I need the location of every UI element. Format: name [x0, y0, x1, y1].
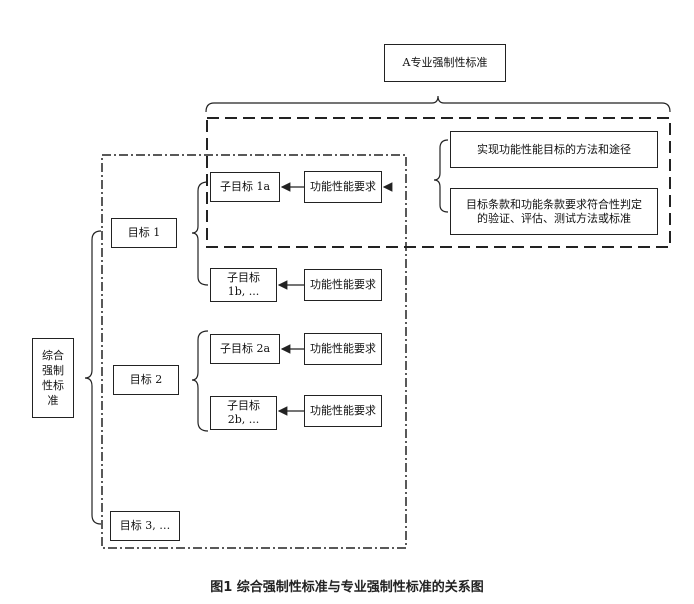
subgoal-2a-label: 子目标 2a	[219, 342, 271, 355]
goal2-box: 目标 2	[113, 365, 179, 395]
method-box: 实现功能性能目标的方法和途径	[450, 131, 658, 168]
comprehensive-label-line2: 强制	[42, 364, 64, 377]
requirement-2b-box: 功能性能要求	[304, 395, 382, 427]
method-label: 实现功能性能目标的方法和途径	[477, 142, 631, 156]
requirement-2a-box: 功能性能要求	[304, 333, 382, 365]
goal2-brace	[191, 330, 209, 432]
subgoal-2a-box: 子目标 2a	[210, 334, 280, 364]
subgoal-2b-label-line2: 2b, ...	[227, 413, 260, 426]
verification-box: 目标条款和功能条款要求符合性判定 的验证、评估、测试方法或标准	[450, 188, 658, 235]
specialized-standard-box: A专业强制性标准	[384, 44, 506, 82]
goal3-label: 目标 3, …	[119, 519, 171, 532]
requirement-1b-label: 功能性能要求	[310, 278, 376, 291]
specialized-standard-label: A专业强制性标准	[402, 56, 488, 69]
goal3-box: 目标 3, …	[110, 511, 180, 541]
requirement-1b-box: 功能性能要求	[304, 269, 382, 301]
subgoal-2b-box: 子目标 2b, ...	[210, 396, 277, 430]
subgoal-2b-label-line1: 子目标	[227, 399, 260, 412]
goal1-label: 目标 1	[127, 226, 161, 239]
method-brace	[433, 139, 449, 213]
subgoal-1b-label-line1: 子目标	[227, 271, 260, 284]
goal1-brace	[191, 181, 209, 286]
subgoal-1b-box: 子目标 1b, ...	[210, 268, 277, 302]
comprehensive-label-line4: 准	[47, 394, 59, 407]
requirement-1a-box: 功能性能要求	[304, 171, 382, 203]
requirement-2b-label: 功能性能要求	[310, 404, 376, 417]
specialized-brace	[205, 95, 671, 113]
subgoal-1a-box: 子目标 1a	[210, 172, 280, 202]
verification-label-line1: 目标条款和功能条款要求符合性判定	[466, 197, 642, 211]
goal2-label: 目标 2	[129, 373, 163, 386]
requirement-2a-label: 功能性能要求	[310, 342, 376, 355]
comprehensive-label-line3: 性标	[42, 379, 64, 392]
comprehensive-frame	[101, 154, 407, 549]
requirement-1a-label: 功能性能要求	[310, 180, 376, 193]
figure-caption: 图1 综合强制性标准与专业强制性标准的关系图	[210, 580, 484, 595]
goal1-box: 目标 1	[111, 218, 177, 248]
subgoal-1b-label-line2: 1b, ...	[227, 285, 260, 298]
subgoal-1a-label: 子目标 1a	[219, 180, 271, 193]
comprehensive-brace	[84, 230, 102, 525]
comprehensive-label-line1: 综合	[42, 349, 64, 362]
verification-label-line2: 的验证、评估、测试方法或标准	[477, 211, 631, 225]
comprehensive-standard-box: 综合 强制 性标 准	[32, 338, 74, 418]
